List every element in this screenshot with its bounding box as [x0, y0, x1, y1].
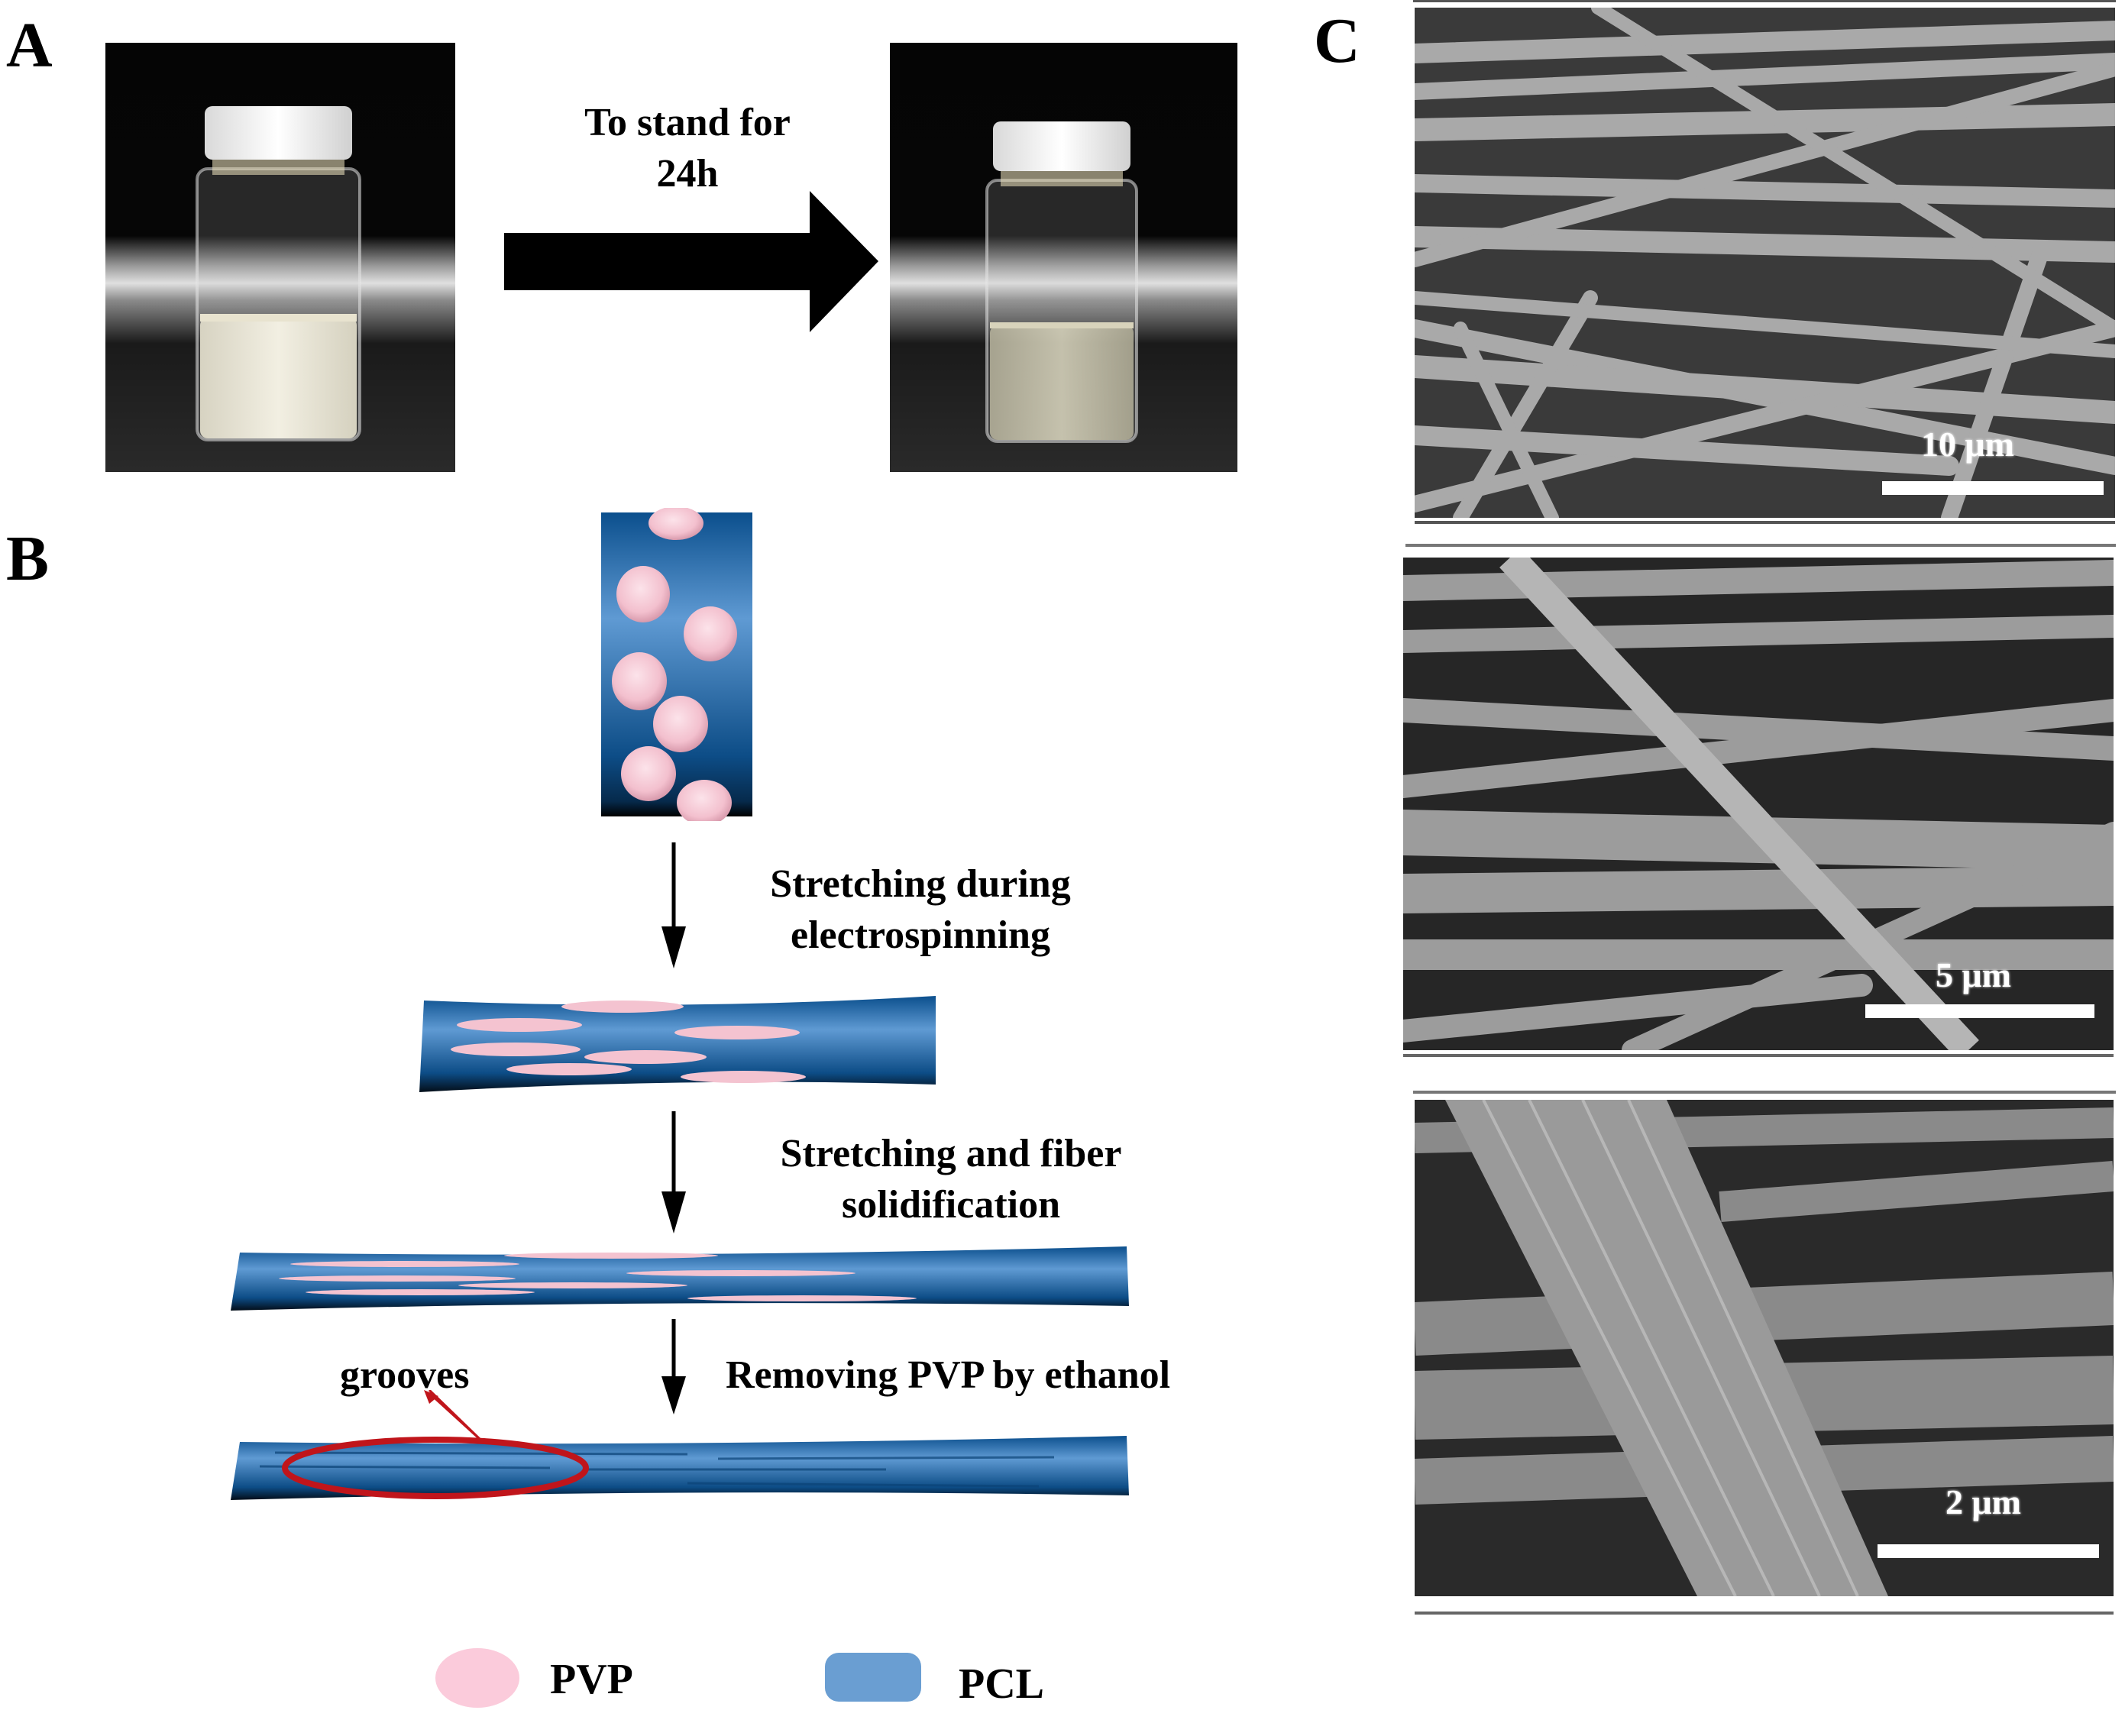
sem-fiber-texture — [1415, 1100, 2114, 1596]
scale-bar — [1878, 1544, 2099, 1558]
vial-before-photo — [105, 43, 455, 472]
fiber-solidified — [229, 1245, 1130, 1314]
panel-label-c: C — [1314, 5, 1360, 76]
legend-pcl-label: PCL — [959, 1660, 1044, 1708]
divider — [1403, 1054, 2114, 1057]
right-arrow-icon — [504, 191, 878, 332]
sem-image-5um: 5 μm — [1403, 558, 2114, 1050]
vial-after-photo — [890, 43, 1237, 472]
scale-bar — [1882, 481, 2104, 495]
arrow-caption: To stand for 24h — [527, 98, 848, 199]
grooves-pointer-arrow — [428, 1392, 483, 1442]
arrow-caption-line1: To stand for — [584, 101, 791, 144]
down-arrow-icon — [658, 1319, 689, 1414]
legend: PVP PCL — [435, 1633, 1123, 1717]
sem-image-2um: 2 μm — [1415, 1100, 2114, 1596]
divider — [1405, 544, 2116, 547]
divider — [1413, 1091, 2116, 1094]
divider — [1413, 0, 2116, 2]
divider — [1415, 1612, 2114, 1615]
sem-image-10um: 10 μm — [1415, 8, 2115, 518]
scale-label-2um: 2 μm — [1945, 1482, 2021, 1521]
panel-label-b: B — [6, 523, 50, 594]
step-caption-2-line2: solidification — [841, 1182, 1061, 1227]
pcl-swatch — [825, 1653, 921, 1702]
sem-fiber-texture — [1415, 8, 2115, 518]
down-arrow-icon — [658, 842, 689, 968]
sem-fiber-texture — [1403, 558, 2114, 1050]
step-caption-1-line2: electrospinning — [791, 913, 1050, 957]
fiber-grooved — [229, 1390, 1130, 1505]
fiber-with-pvp-droplets — [600, 508, 756, 821]
step-caption-1-line1: Stretching during — [770, 862, 1071, 906]
scale-label-10um: 10 μm — [1921, 425, 2014, 464]
divider — [1415, 521, 2115, 524]
step-caption-2: Stretching and fiber solidification — [745, 1129, 1157, 1230]
pvp-swatch — [435, 1648, 519, 1708]
panel-label-a: A — [6, 10, 53, 81]
legend-pvp-label: PVP — [550, 1656, 633, 1703]
down-arrow-icon — [658, 1111, 689, 1233]
scale-bar — [1865, 1004, 2094, 1018]
scale-label-5um: 5 μm — [1936, 955, 2011, 994]
step-caption-1: Stretching during electrospinning — [737, 859, 1104, 961]
step-caption-3: Removing PVP by ethanol — [726, 1350, 1170, 1401]
grooves-label: grooves — [340, 1353, 470, 1397]
arrow-caption-line2: 24h — [656, 151, 719, 196]
step-caption-2-line1: Stretching and fiber — [780, 1132, 1122, 1175]
step-caption-3-line1: Removing PVP by ethanol — [726, 1353, 1171, 1397]
fiber-stretched-pvp — [416, 994, 943, 1094]
